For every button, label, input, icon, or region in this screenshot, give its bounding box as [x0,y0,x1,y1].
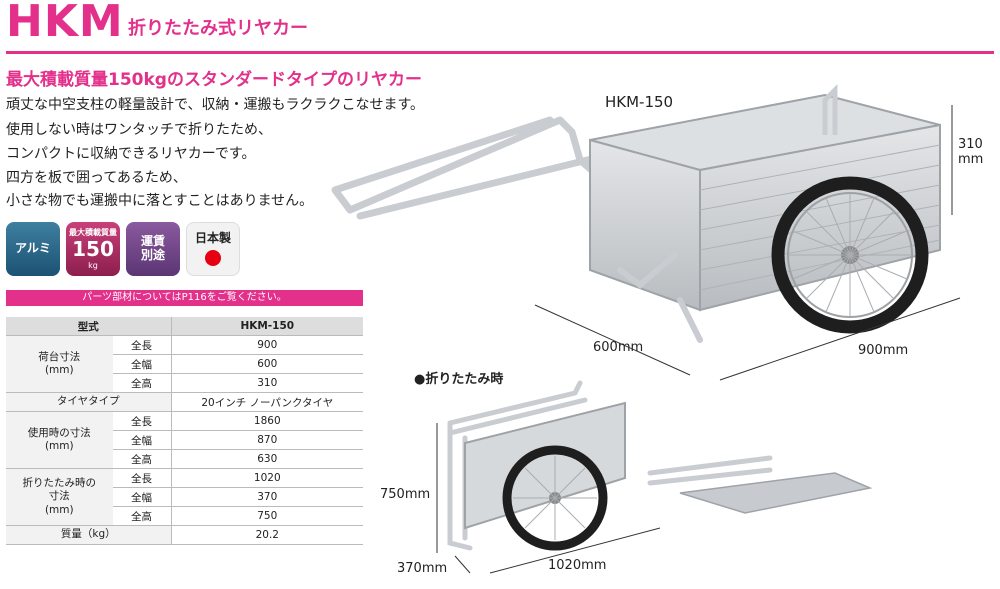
spec-tire-label: タイヤタイプ [6,392,172,412]
cart-image [331,83,961,381]
table-row: 全高 310 [6,373,363,393]
cart-stand [617,252,703,343]
detached-handle [647,455,773,486]
made-in-japan-label: 日本製 [194,231,231,246]
folded-dim-height: 750mm [380,487,431,502]
spec-sub-label: 全幅 [112,354,172,374]
max-load-label: 最大積載質量 [69,228,117,238]
shipping-badge: 運賃 別途 [126,222,180,276]
spec-value: 1860 [171,411,363,431]
table-row: 折りたたみ時の 寸法 (mm) 全長 1020 [6,468,363,526]
cart-body [589,83,941,312]
model-subtitle: 折りたたみ式リヤカー [128,18,308,39]
table-row: 質量（kg） 20.2 [6,525,363,545]
japan-flag-icon [205,249,221,266]
table-row: 全高 750 [6,506,363,526]
table-row: 全幅 600 [6,354,363,374]
spec-weight-value: 20.2 [171,525,363,545]
spec-sub-label: 全長 [112,335,172,355]
table-row: 荷台寸法 (mm) 全長 900 [6,335,363,393]
folded-wheel-icon [502,445,608,551]
max-load-unit: kg [88,260,98,270]
spec-group-bed: 荷台寸法 (mm) [6,335,113,393]
spec-value: 630 [171,449,363,469]
main-model-label: HKM-150 [605,93,674,111]
spec-value: 1020 [171,468,363,488]
spec-header-value: HKM-150 [171,317,363,336]
table-row: 使用時の寸法 (mm) 全長 1860 [6,411,363,469]
headline: 最大積載質量150kgのスタンダードタイプのリヤカー [6,70,422,90]
spec-sub-label: 全長 [112,468,172,488]
description-line: 使用しない時はワンタッチで折りたため、 [6,122,272,138]
spec-value: 310 [171,373,363,393]
spec-sub-label: 全高 [112,373,172,393]
folded-dim-width: 370mm [397,561,448,576]
spec-header-label: 型式 [6,317,172,336]
spec-value: 370 [171,487,363,507]
table-row: 全幅 370 [6,487,363,507]
aluminum-badge: アルミ [6,222,60,276]
parts-note-bar: パーツ部材についてはP116をご覧ください。 [6,290,363,306]
spec-tire-value: 20インチ ノーパンクタイヤ [171,392,363,412]
aluminum-label: アルミ [15,241,51,256]
shipping-line-1: 運賃 [140,234,165,249]
spec-value: 870 [171,430,363,450]
table-row: 全高 630 [6,449,363,469]
folded-label: ●折りたたみ時 [414,372,504,387]
spec-header-row: 型式 HKM-150 [6,317,363,336]
table-row: 全幅 870 [6,430,363,450]
spec-sub-label: 全長 [112,411,172,431]
description-line: 四方を板で囲ってあるため、 [6,170,187,186]
title-rule [6,51,994,54]
spec-sub-label: 全高 [112,506,172,526]
made-in-japan-badge: 日本製 [186,222,240,276]
spec-table: 型式 HKM-150 荷台寸法 (mm) 全長 900 全幅 600 全高 31… [6,317,363,545]
dimension-lines [534,105,961,381]
spec-sub-label: 全幅 [112,487,172,507]
table-row: タイヤタイプ 20インチ ノーパンクタイヤ [6,392,363,412]
detached-panel [679,472,873,514]
description-line: コンパクトに収納できるリヤカーです。 [6,146,256,162]
main-dim-length: 900mm [858,343,909,358]
spec-weight-label: 質量（kg） [6,525,172,545]
spec-value: 750 [171,506,363,526]
main-dim-height: 310 mm [958,137,984,167]
spec-group-fold: 折りたたみ時の 寸法 (mm) [6,468,113,526]
main-dim-width: 600mm [593,340,644,355]
folded-cart-image [436,380,873,574]
shipping-line-2: 別途 [140,248,165,262]
spec-sub-label: 全幅 [112,430,172,450]
model-title: HKM [6,0,124,47]
folded-dimension-lines [436,423,661,574]
spec-value: 600 [171,354,363,374]
spec-sub-label: 全高 [112,449,172,469]
description-line: 頑丈な中空支柱の軽量設計で、収納・運搬もラクラクこなせます。 [6,97,425,113]
max-load-badge: 最大積載質量 150 kg [66,222,120,276]
max-load-value: 150 [72,236,114,261]
spec-value: 900 [171,335,363,355]
description-line: 小さな物でも運搬中に落とすことはありません。 [6,193,314,209]
wheel-icon [771,176,929,334]
folded-dim-length: 1020mm [548,558,607,573]
spec-group-use: 使用時の寸法 (mm) [6,411,113,469]
